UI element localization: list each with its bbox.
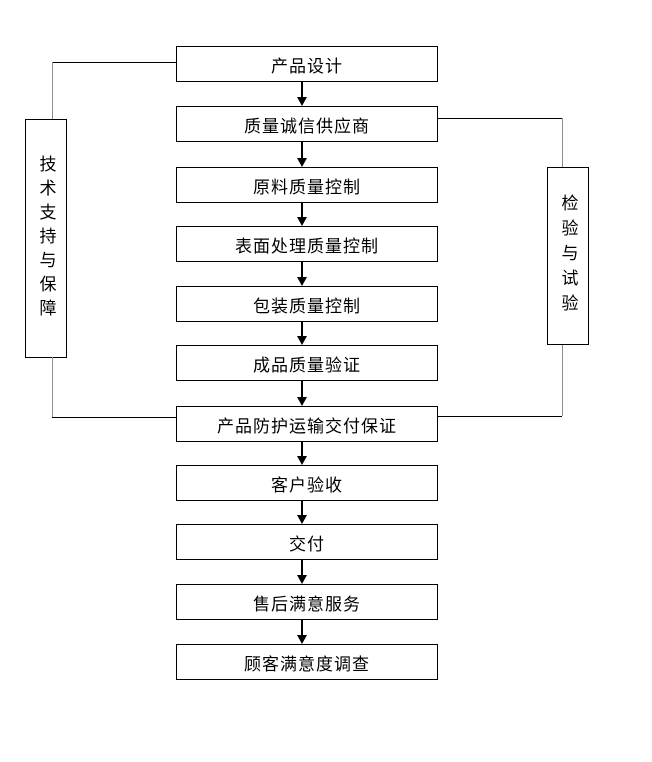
- down-arrow: [296, 442, 307, 465]
- flow-box-quality-integrity-supplier: 质量诚信供应商: [176, 106, 438, 142]
- arrow-shaft: [300, 322, 303, 336]
- arrow-shaft: [300, 142, 303, 158]
- side-box-technical-support-and-guarantee: 技术支持与保障: [25, 119, 67, 358]
- arrow-shaft: [300, 203, 303, 217]
- flow-box-packaging-quality-control: 包装质量控制: [176, 286, 438, 322]
- side-box-inspection-and-testing: 检验与试验: [547, 167, 589, 345]
- arrow-shaft: [300, 262, 303, 277]
- flow-box-label: 质量诚信供应商: [244, 116, 370, 136]
- arrowhead-icon: [296, 635, 307, 644]
- flow-box-label: 表面处理质量控制: [235, 236, 379, 256]
- flow-box-raw-material-quality-control: 原料质量控制: [176, 167, 438, 203]
- arrow-shaft: [300, 620, 303, 635]
- arrow-shaft: [300, 560, 303, 575]
- down-arrow: [296, 560, 307, 584]
- down-arrow: [296, 142, 307, 167]
- flow-box-customer-satisfaction-survey: 顾客满意度调查: [176, 644, 438, 680]
- arrow-shaft: [300, 381, 303, 397]
- down-arrow: [296, 620, 307, 644]
- connector-line-top-right-horizontal: [438, 118, 562, 119]
- down-arrow: [296, 82, 307, 106]
- down-arrow: [296, 501, 307, 524]
- side-box-label: 检验与试验: [558, 193, 578, 319]
- arrow-shaft: [300, 82, 303, 97]
- flow-box-delivery: 交付: [176, 524, 438, 560]
- connector-line-bottom-right-vertical: [562, 345, 563, 416]
- connector-line-top-left-vertical: [52, 62, 53, 119]
- flow-box-customer-acceptance: 客户验收: [176, 465, 438, 501]
- arrowhead-icon: [296, 158, 307, 167]
- arrowhead-icon: [296, 456, 307, 465]
- flow-box-surface-treatment-quality-control: 表面处理质量控制: [176, 226, 438, 262]
- down-arrow: [296, 381, 307, 406]
- flow-box-label: 售后满意服务: [253, 594, 361, 614]
- connector-line-bottom-left-vertical: [52, 357, 53, 417]
- flow-box-label: 交付: [289, 534, 325, 554]
- flow-box-after-sales-satisfaction-service: 售后满意服务: [176, 584, 438, 620]
- down-arrow: [296, 262, 307, 286]
- connector-line-bottom-right-horizontal: [438, 416, 562, 417]
- flow-box-product-design: 产品设计: [176, 46, 438, 82]
- flow-box-label: 产品设计: [271, 56, 343, 76]
- flow-box-label: 原料质量控制: [253, 177, 361, 197]
- arrowhead-icon: [296, 97, 307, 106]
- flow-box-label: 顾客满意度调查: [244, 654, 370, 674]
- arrowhead-icon: [296, 336, 307, 345]
- flow-box-finished-product-quality-verification: 成品质量验证: [176, 345, 438, 381]
- down-arrow: [296, 203, 307, 226]
- arrow-shaft: [300, 501, 303, 515]
- connector-line-bottom-left-horizontal: [52, 417, 176, 418]
- arrowhead-icon: [296, 515, 307, 524]
- arrowhead-icon: [296, 217, 307, 226]
- arrowhead-icon: [296, 397, 307, 406]
- flow-box-label: 客户验收: [271, 475, 343, 495]
- flow-box-product-protection-transport-delivery: 产品防护运输交付保证: [176, 406, 438, 442]
- connector-line-top-left-horizontal: [52, 62, 176, 63]
- arrowhead-icon: [296, 277, 307, 286]
- connector-line-top-right-vertical: [562, 118, 563, 167]
- flow-box-label: 包装质量控制: [253, 296, 361, 316]
- flow-box-label: 成品质量验证: [253, 355, 361, 375]
- arrow-shaft: [300, 442, 303, 456]
- down-arrow: [296, 322, 307, 345]
- flow-box-label: 产品防护运输交付保证: [217, 416, 397, 436]
- side-box-label: 技术支持与保障: [36, 154, 56, 323]
- arrowhead-icon: [296, 575, 307, 584]
